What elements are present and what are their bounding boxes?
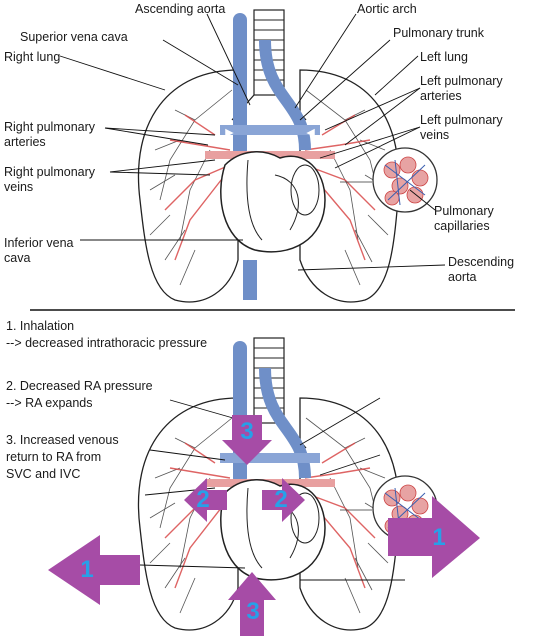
label-right-lung: Right lung xyxy=(4,50,61,64)
label-aortic-arch: Aortic arch xyxy=(357,2,417,16)
arrow-number-svc: 3 xyxy=(240,418,254,445)
label-inferior-vena-cava: Inferior vena cava xyxy=(4,236,74,265)
label-right-pulmonary-arteries: Right pulmonary arteries xyxy=(4,120,96,149)
step-3: 3. Increased venous return to RA from SV… xyxy=(6,433,119,481)
label-superior-vena-cava: Superior vena cava xyxy=(20,30,128,44)
arrow-number-ra-left: 2 xyxy=(196,486,210,513)
ra-right-arrow xyxy=(262,478,305,522)
label-left-lung: Left lung xyxy=(420,50,468,64)
arrow-number-lung-left: 1 xyxy=(80,556,94,583)
step-1: 1. Inhalation --> decreased intrathoraci… xyxy=(6,319,208,350)
ra-left-arrow xyxy=(184,478,227,522)
step-2: 2. Decreased RA pressure --> RA expands xyxy=(6,379,153,410)
label-ascending-aorta: Ascending aorta xyxy=(135,2,226,16)
arrow-number-ivc: 3 xyxy=(246,598,260,625)
lung-left-arrow xyxy=(48,535,140,605)
arrow-number-lung-right: 1 xyxy=(432,524,446,551)
label-right-pulmonary-veins: Right pulmonary veins xyxy=(4,165,96,194)
bottom-leader-lines xyxy=(139,397,405,581)
label-descending-aorta: Descending aorta xyxy=(448,255,515,284)
top-leader-lines xyxy=(59,13,446,271)
lung-right-arrow xyxy=(388,496,480,578)
label-left-pulmonary-arteries: Left pulmonary arteries xyxy=(420,74,503,103)
label-pulmonary-capillaries: Pulmonary capillaries xyxy=(434,204,494,233)
ivc-up-arrow xyxy=(228,572,276,636)
label-pulmonary-trunk: Pulmonary trunk xyxy=(393,26,485,40)
pressure-arrows xyxy=(48,415,480,636)
top-thorax-illustration xyxy=(138,10,437,302)
flow-arrows xyxy=(225,128,315,222)
label-left-pulmonary-veins: Left pulmonary veins xyxy=(420,113,503,142)
arrow-number-ra-right: 2 xyxy=(274,486,288,513)
svc-down-arrow xyxy=(222,415,272,465)
